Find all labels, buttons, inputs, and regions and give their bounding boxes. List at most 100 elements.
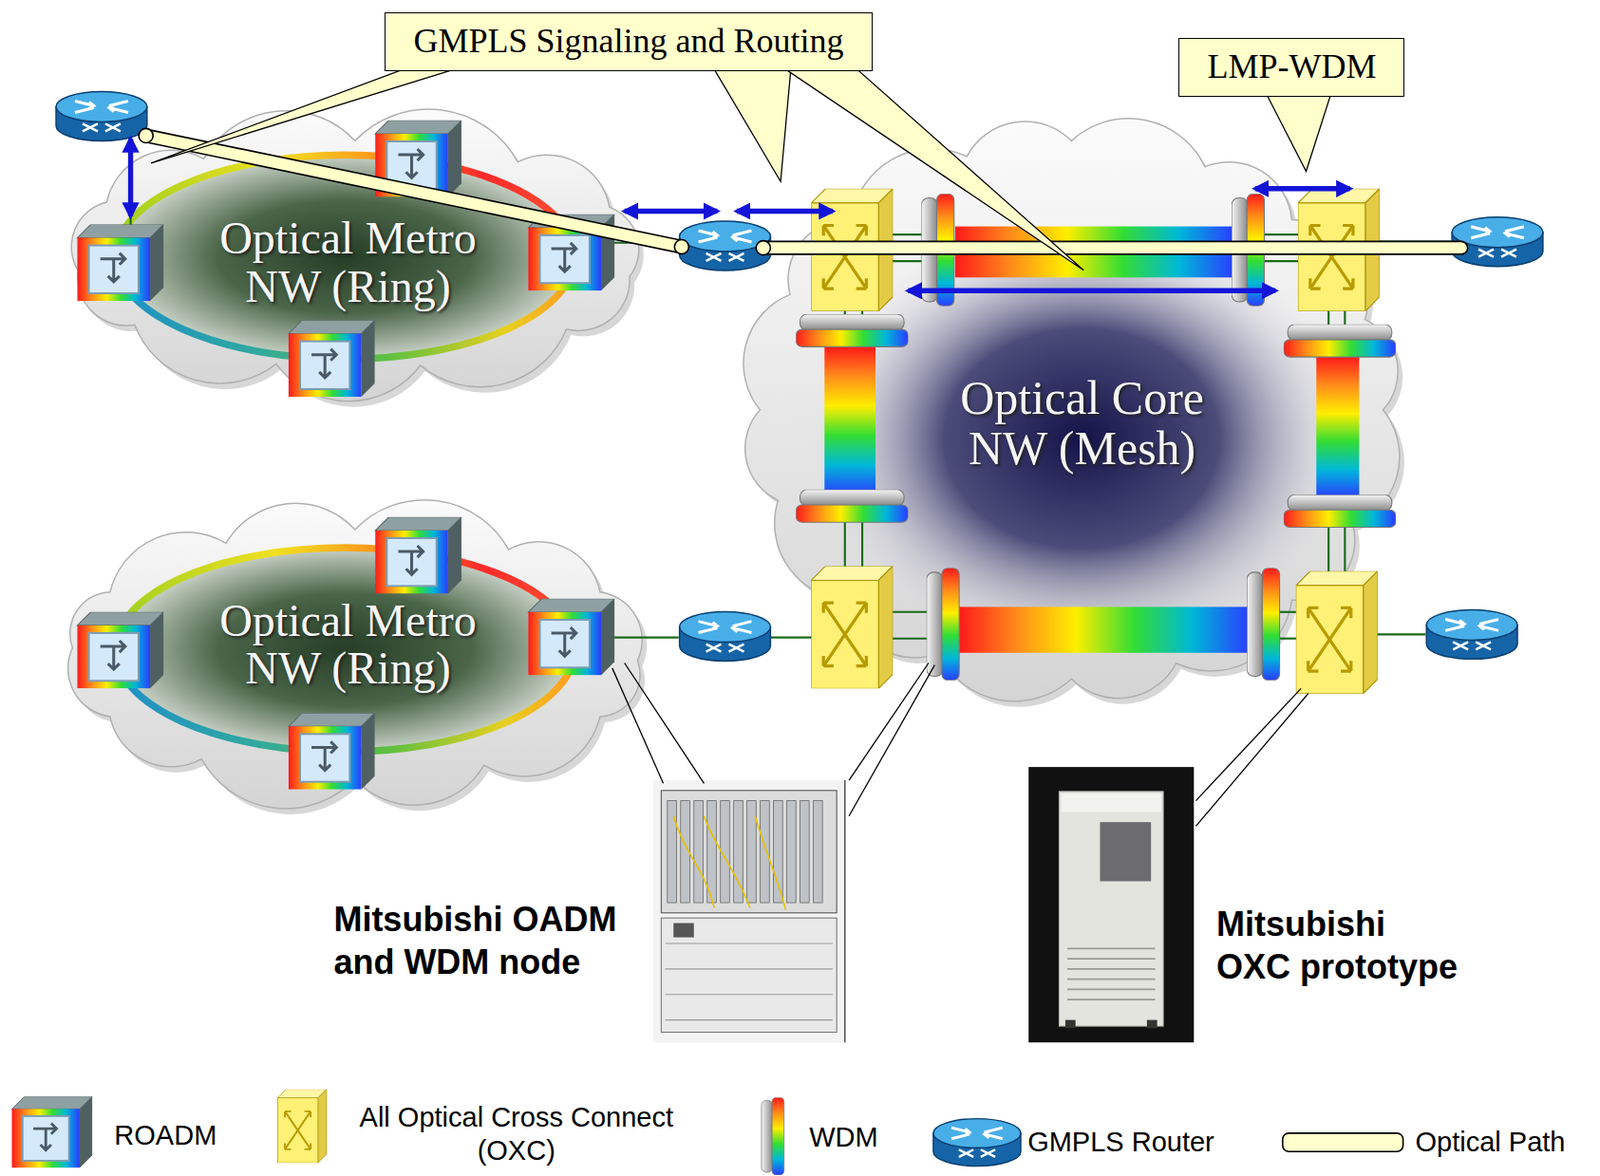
leader-line: [1195, 688, 1301, 801]
control-arrow: [624, 208, 718, 214]
oadm-photo: [660, 918, 837, 1033]
oxc-photo: [1028, 767, 1194, 1043]
callout-tail: [150, 69, 1332, 271]
oxc-photo: [1147, 1020, 1158, 1030]
oxc-photo: [1028, 767, 1194, 1043]
oadm-photo: [812, 801, 823, 904]
cloud-shape: [71, 109, 640, 402]
legend-symbol: [11, 1096, 93, 1168]
oxc-photo: [1065, 1020, 1076, 1030]
roadm-symbol: [76, 224, 164, 302]
router-symbol: [56, 92, 1544, 662]
oadm-photo: [707, 801, 717, 904]
control-arrow: [907, 288, 1276, 294]
network-name: Optical Core NW (Mesh): [940, 373, 1225, 473]
optical-path: [146, 135, 682, 247]
fiber-link: [131, 140, 1452, 639]
oadm-photo: [773, 801, 784, 904]
roadm-symbol: [288, 320, 376, 397]
wdm-symbol: [795, 489, 908, 523]
oxc-photo: [1061, 793, 1162, 812]
oxc-symbol: [1296, 571, 1378, 695]
wdm-symbol: [1283, 494, 1396, 528]
oadm-photo: [653, 780, 846, 1043]
oadm-photo: [694, 801, 704, 904]
control-arrow: [736, 208, 833, 214]
leader-line: [612, 663, 1309, 828]
network-name: Optical Metro NW (Ring): [205, 597, 490, 694]
oadm-photo: [760, 801, 771, 904]
oadm-photo: [787, 801, 797, 904]
legend-entry: WDM: [809, 1121, 878, 1155]
callout-box: GMPLS Signaling and Routing: [384, 12, 873, 72]
legend-text: ROADM: [113, 1119, 217, 1153]
oadm-photo: [673, 816, 786, 911]
optical-path: [138, 128, 1462, 255]
control-arrow: [1255, 186, 1351, 191]
callout-text: GMPLS Signaling and Routing: [413, 21, 844, 61]
network-name: Optical Metro NW (Ring): [205, 214, 490, 311]
roadm-symbol: [288, 713, 376, 791]
wdm-symbol: [926, 568, 960, 681]
router-symbol: [1451, 217, 1544, 267]
oxc-photo: [1058, 791, 1164, 1027]
legend-symbol: [761, 1097, 785, 1176]
legend-entry: GMPLS Router: [1027, 1126, 1215, 1160]
cloud-shape: [743, 118, 1400, 702]
fiber-link: [1263, 233, 1300, 236]
wdm-band: [1316, 357, 1359, 498]
leader-line: [612, 668, 664, 784]
fiber-link: [1327, 525, 1330, 577]
metro-ring: [114, 547, 575, 650]
roadm-symbol: [76, 612, 164, 690]
oadm-photo: [665, 943, 833, 1021]
fiber-link: [770, 637, 813, 640]
legend-text: WDM: [809, 1121, 878, 1155]
callout-tail: [150, 69, 454, 164]
fiber-link: [844, 520, 847, 572]
oadm-photo: [667, 801, 823, 904]
oxc-symbol: [810, 188, 1380, 695]
legend-symbol: [933, 1119, 1021, 1168]
legend-entry: Optical Path: [1414, 1126, 1565, 1160]
fiber-link: [1375, 633, 1427, 636]
oadm-photo: [653, 780, 846, 1043]
legend-symbol: [277, 1090, 327, 1164]
fiber-link: [889, 233, 923, 236]
callout-box: LMP-WDM: [1178, 37, 1405, 97]
fiber-link: [1343, 525, 1346, 577]
fiber-link: [612, 637, 679, 640]
control-arrow: [128, 138, 133, 217]
router-symbol: [679, 221, 772, 271]
roadm-symbol: [527, 599, 615, 677]
callout-text: LMP-WDM: [1206, 47, 1376, 87]
callout-tail: [1265, 92, 1333, 172]
oadm-photo: [800, 801, 810, 904]
network-drawing: [11, 69, 1543, 1176]
router-symbol: [679, 612, 772, 662]
leader-line: [848, 665, 935, 817]
callout-tail: [785, 69, 1084, 271]
optical-path: [763, 241, 1462, 256]
oadm-photo: [660, 790, 837, 914]
leader-line: [848, 663, 929, 782]
fiber-link: [1278, 611, 1298, 614]
oadm-photo: [667, 801, 678, 904]
optical-path: [138, 128, 153, 143]
wdm-band: [959, 606, 1250, 653]
optical-path: [674, 240, 689, 255]
fiber-link: [1278, 638, 1298, 640]
cloud-shape: [68, 499, 643, 809]
legend-entry: All Optical Cross Connect (OXC): [331, 1101, 702, 1168]
optical-path: [763, 242, 1462, 254]
wdm-band: [824, 346, 876, 495]
wdm-symbol: [1246, 568, 1280, 681]
photo-caption: Mitsubishi OXC prototype: [1216, 903, 1464, 989]
control-arrow: [131, 138, 1351, 291]
fiber-link: [889, 260, 923, 263]
legend-symbol: [11, 1090, 1403, 1176]
legend-text: Optical Path: [1414, 1126, 1565, 1160]
